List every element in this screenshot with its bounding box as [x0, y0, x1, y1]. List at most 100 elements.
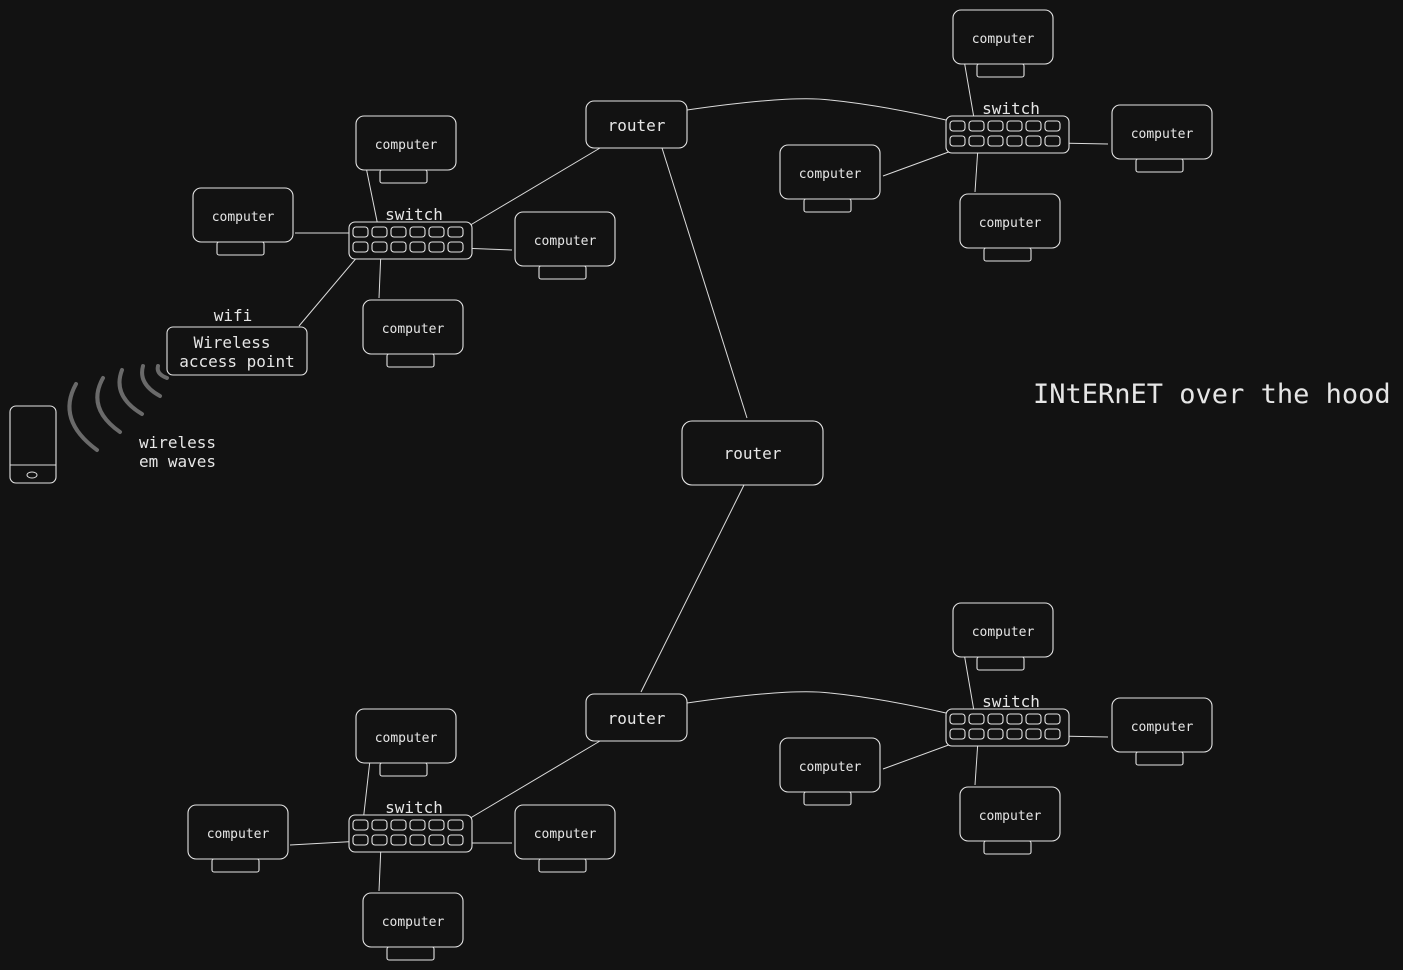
computer-label: computer	[972, 625, 1035, 640]
switch-port	[409, 241, 426, 253]
diagram-title: INtERnET over the hood	[1033, 379, 1391, 410]
switch-port	[1006, 120, 1023, 132]
switch-port	[968, 120, 985, 132]
monitor-stand	[386, 946, 435, 961]
switch-port	[949, 120, 966, 132]
ap-label-line2: access point	[179, 352, 295, 371]
computer-node: computer	[192, 187, 294, 256]
monitor-stand	[379, 762, 428, 777]
switch-port	[968, 713, 985, 725]
computer-label: computer	[375, 138, 438, 153]
monitor-stand	[216, 241, 265, 256]
switch-port	[390, 241, 407, 253]
switch-port	[371, 241, 388, 253]
phone-icon	[9, 405, 57, 484]
switch-port	[409, 819, 426, 831]
computer-node: computer	[952, 9, 1054, 78]
switch-port	[949, 728, 966, 740]
switch-bottom-left: switch	[348, 798, 473, 853]
computer-node: computer	[187, 804, 289, 873]
switch-port	[1006, 728, 1023, 740]
switch-port	[987, 713, 1004, 725]
computer-label: computer	[1131, 720, 1194, 735]
switch-port	[447, 226, 464, 238]
switch-port	[1044, 713, 1061, 725]
computer-label: computer	[799, 167, 862, 182]
switch-port	[409, 834, 426, 846]
computer-label: computer	[212, 210, 275, 225]
switch-port	[352, 834, 369, 846]
monitor-stand	[538, 265, 587, 280]
switch-port	[1044, 135, 1061, 147]
computer-node: computer	[362, 299, 464, 368]
computers: computer computer computer computer computer…	[187, 9, 1213, 961]
computer-node: computer	[514, 804, 616, 873]
computer-label: computer	[979, 216, 1042, 231]
switch-port	[1044, 120, 1061, 132]
switch-port	[1044, 728, 1061, 740]
switch-port	[428, 819, 445, 831]
switch-port	[968, 728, 985, 740]
monitor-stand	[538, 858, 587, 873]
ap-label-line1: Wireless	[193, 333, 270, 352]
switch-port	[447, 834, 464, 846]
switch-port	[1025, 135, 1042, 147]
switch-port	[949, 135, 966, 147]
switch-port	[428, 834, 445, 846]
monitor-stand	[803, 198, 852, 213]
router-bottom: router	[585, 693, 688, 742]
computer-node: computer	[959, 786, 1061, 855]
switch-top-left: switch	[348, 205, 473, 260]
switch-port	[390, 226, 407, 238]
monitor-stand	[1135, 751, 1184, 766]
monitor-stand	[379, 169, 428, 184]
computer-label: computer	[382, 915, 445, 930]
computer-label: computer	[382, 322, 445, 337]
switch-port	[371, 226, 388, 238]
computer-node: computer	[779, 737, 881, 806]
switch-label: switch	[982, 99, 1040, 118]
switch-top-right: switch	[945, 99, 1070, 154]
computer-label: computer	[207, 827, 270, 842]
computer-node: computer	[514, 211, 616, 280]
computer-label: computer	[972, 32, 1035, 47]
computer-node: computer	[1111, 104, 1213, 173]
computer-label: computer	[799, 760, 862, 775]
waves-label-line2: em waves	[139, 452, 216, 471]
router-center: router	[681, 420, 824, 486]
switch-port	[1025, 713, 1042, 725]
monitor-stand	[803, 791, 852, 806]
router-label: router	[724, 444, 782, 463]
switch-port	[371, 834, 388, 846]
computer-node: computer	[959, 193, 1061, 262]
monitor-stand	[386, 353, 435, 368]
switch-port	[428, 226, 445, 238]
computer-node: computer	[779, 144, 881, 213]
waves-label-line1: wireless	[139, 433, 216, 452]
monitor-stand	[983, 247, 1032, 262]
switch-port	[447, 819, 464, 831]
monitor-stand	[1135, 158, 1184, 173]
computer-node: computer	[355, 708, 457, 777]
switch-port	[987, 135, 1004, 147]
router-label: router	[608, 116, 666, 135]
switch-label: switch	[385, 798, 443, 817]
computer-label: computer	[534, 827, 597, 842]
switch-port	[390, 819, 407, 831]
computer-label: computer	[1131, 127, 1194, 142]
monitor-stand	[976, 63, 1025, 78]
switch-port	[352, 226, 369, 238]
switch-port	[409, 226, 426, 238]
switch-port	[1006, 135, 1023, 147]
switch-bottom-right: switch	[945, 692, 1070, 747]
wireless-waves-icon	[67, 364, 169, 452]
router-label: router	[608, 709, 666, 728]
switch-port	[1025, 728, 1042, 740]
switch-port	[447, 241, 464, 253]
computer-label: computer	[375, 731, 438, 746]
monitor-stand	[211, 858, 260, 873]
wifi-label: wifi	[214, 306, 253, 325]
switch-port	[949, 713, 966, 725]
switch-port	[352, 819, 369, 831]
